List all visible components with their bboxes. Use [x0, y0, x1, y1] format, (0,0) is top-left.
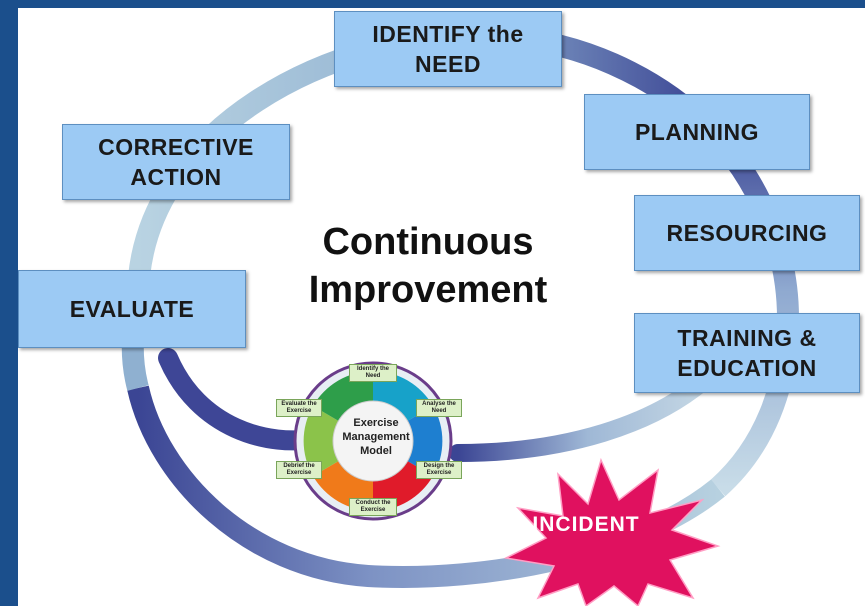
- exercise-model-wheel: [293, 361, 453, 521]
- mini-step-analyse: Analyse the Need: [416, 399, 462, 417]
- stage-training-education: TRAINING & EDUCATION: [634, 313, 860, 393]
- stage-evaluate: EVALUATE: [18, 270, 246, 348]
- mini-step-conduct: Conduct the Exercise: [349, 498, 397, 516]
- stage-corrective-action: CORRECTIVE ACTION: [62, 124, 290, 200]
- mini-step-evaluate: Evaluate the Exercise: [276, 399, 322, 417]
- stage-identify-need: IDENTIFY the NEED: [334, 11, 562, 87]
- incident-starburst: [503, 457, 721, 606]
- mini-step-debrief: Debrief the Exercise: [276, 461, 322, 479]
- cycle-graphic: [121, 24, 800, 606]
- cycle-arc-right: [700, 120, 800, 497]
- exercise-model-center-label: Exercise Management Model: [342, 417, 410, 457]
- stage-resourcing: RESOURCING: [634, 195, 860, 271]
- diagram-canvas: Continuous Improvement IDENTIFY the NEED…: [18, 8, 865, 606]
- mini-step-identify: Identify the Need: [349, 364, 397, 382]
- stage-planning: PLANNING: [584, 94, 810, 170]
- center-title: Continuous Improvement: [308, 221, 548, 311]
- mini-step-design: Design the Exercise: [416, 461, 462, 479]
- incident-label: INCIDENT: [532, 513, 640, 536]
